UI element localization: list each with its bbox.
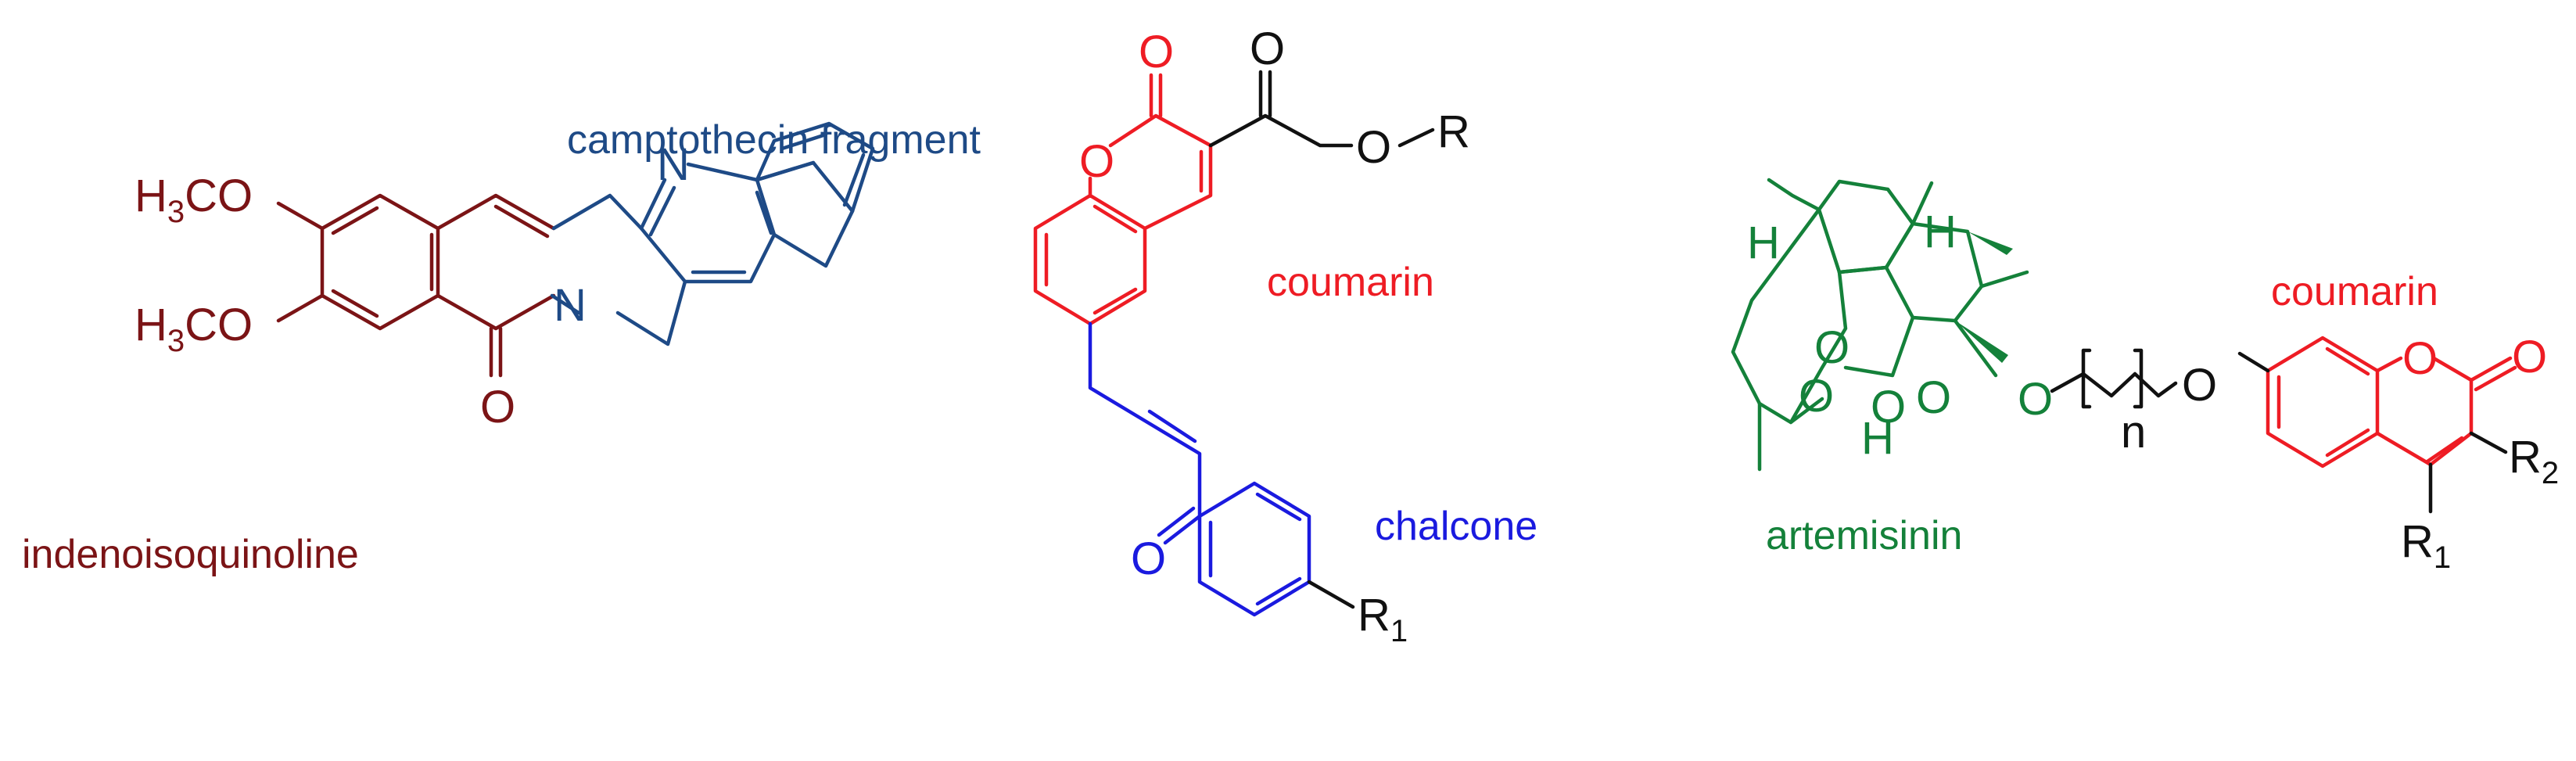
chalcone-aryl-double-bonds bbox=[1208, 492, 1302, 606]
chalcone-label: chalcone bbox=[1375, 504, 1537, 549]
lactam-ring-double-bond bbox=[493, 204, 550, 239]
coumarin-benzene-ring bbox=[1033, 193, 1147, 326]
lactol-oxygen: O bbox=[1916, 372, 1951, 423]
artemisinin-lactol-ring bbox=[1884, 221, 1984, 323]
artemisinin-peroxide-bridge bbox=[1788, 270, 1848, 425]
artemisinin-trioxane-ring bbox=[1837, 265, 1915, 378]
chalcone-aryl-ring bbox=[1197, 481, 1311, 617]
camptothecin-inner-double-bonds bbox=[648, 185, 773, 275]
artemisinin-seven-ring bbox=[1731, 207, 1824, 425]
artemisinin-label: artemisinin bbox=[1766, 513, 1962, 558]
lactam-nitrogen-label: N bbox=[554, 280, 587, 331]
camptothecin-benzo-ring bbox=[755, 160, 855, 268]
coumarin-2-R2-label: R2 bbox=[2509, 432, 2559, 490]
para-substituent-bond bbox=[1307, 580, 1355, 609]
quinoline-nitrogen-label: N bbox=[657, 139, 690, 190]
ether-oxygen-label: O bbox=[2018, 374, 2053, 425]
indenoisoquinoline-lactam-ring bbox=[436, 193, 556, 331]
peroxide-oxygen-1: O bbox=[1814, 322, 1849, 373]
camptothecin-benzo-double-bonds bbox=[780, 132, 866, 207]
ester-oxygen-label: O bbox=[1356, 122, 1391, 173]
peroxide-oxygen-2: O bbox=[1799, 371, 1834, 422]
repeat-bracket-left bbox=[2081, 348, 2092, 409]
coumarin-label: coumarin bbox=[1267, 260, 1434, 305]
ring-oxygen-label: O bbox=[1079, 136, 1114, 187]
wedge-bond-methyl bbox=[1968, 232, 2013, 255]
lactam-oxygen-label: O bbox=[480, 382, 515, 433]
coumarin-2-R1-label: R1 bbox=[2401, 516, 2451, 575]
coumarin-2-benzene-double-bonds bbox=[2276, 346, 2370, 458]
aryl-ether-oxygen-label: O bbox=[2182, 360, 2217, 411]
chalcone-vinyl-linker bbox=[1088, 321, 1202, 519]
artemisinin-side-bonds bbox=[1757, 181, 2029, 472]
lactone-carbonyl-oxygen-label: O bbox=[1139, 27, 1174, 77]
chalcone-carbonyl-bond bbox=[1157, 506, 1202, 545]
repeat-bracket-right bbox=[2133, 348, 2144, 409]
camptothecin-benzo-ring-top bbox=[755, 121, 875, 214]
coumarin-chalcone-hybrid: O O O O R O R1 coumarin chalcone bbox=[1033, 23, 1537, 648]
ester-bonds bbox=[1208, 70, 1435, 148]
coumarin-carbonyl-bond bbox=[1149, 73, 1163, 118]
coumarin-2-ring-oxygen: O bbox=[2402, 333, 2438, 384]
chalcone-vinyl-double-bond bbox=[1147, 409, 1197, 443]
wedge-bond-ether bbox=[1955, 321, 2008, 363]
chalcone-R1-label: R1 bbox=[1358, 590, 1408, 648]
coumarin-2-double-bond bbox=[2425, 436, 2464, 464]
coumarin-2-benzene-ring bbox=[2266, 336, 2380, 468]
coumarin-benzene-double-bonds bbox=[1044, 204, 1138, 315]
methoxy-bonds bbox=[276, 201, 325, 323]
ester-carbonyl-oxygen-label: O bbox=[1250, 23, 1285, 74]
methoxy-label-top: H3CO bbox=[135, 171, 253, 229]
indenoisoquinoline-label: indenoisoquinoline bbox=[22, 532, 359, 577]
artemisinin-H-top-right: H bbox=[1924, 206, 1957, 257]
artemisinin-coumarin-hybrid: H H H O O O O O n O O O R2 R1 artemisini… bbox=[1731, 178, 2559, 575]
artemisinin-H-top-left: H bbox=[1747, 217, 1780, 268]
chalcone-oxygen-label: O bbox=[1131, 533, 1166, 584]
methoxy-label-bottom: H3CO bbox=[135, 300, 253, 358]
indenoisoquinoline-benzene-ring bbox=[320, 193, 440, 331]
coumarin-2-label: coumarin bbox=[2271, 269, 2438, 314]
alkyl-linker-chain bbox=[2050, 372, 2178, 398]
trioxane-oxygen: O bbox=[1871, 382, 1906, 433]
coumarin-2-carbonyl-bond bbox=[2469, 356, 2517, 392]
camptothecin-fragment-label: camptothecin fragment bbox=[567, 117, 981, 163]
coumarin-2-substituent-bonds bbox=[2237, 351, 2508, 514]
indenoisoquinoline-camptothecin-hybrid: H3CO H3CO N N O camptothecin fragment in… bbox=[22, 117, 981, 577]
coumarin-2-carbonyl-oxygen: O bbox=[2512, 332, 2547, 382]
indenoisoquinoline-benzene-double-bonds bbox=[331, 206, 434, 318]
repeat-n-label: n bbox=[2121, 407, 2146, 458]
artemisinin-H-bottom: H bbox=[1861, 413, 1894, 464]
ester-R-label: R bbox=[1437, 106, 1470, 157]
artemisinin-methyl-top bbox=[1767, 178, 1821, 212]
artemisinin-cyclohexane-ring bbox=[1817, 179, 1915, 275]
lactam-carbonyl-bond bbox=[489, 326, 503, 378]
